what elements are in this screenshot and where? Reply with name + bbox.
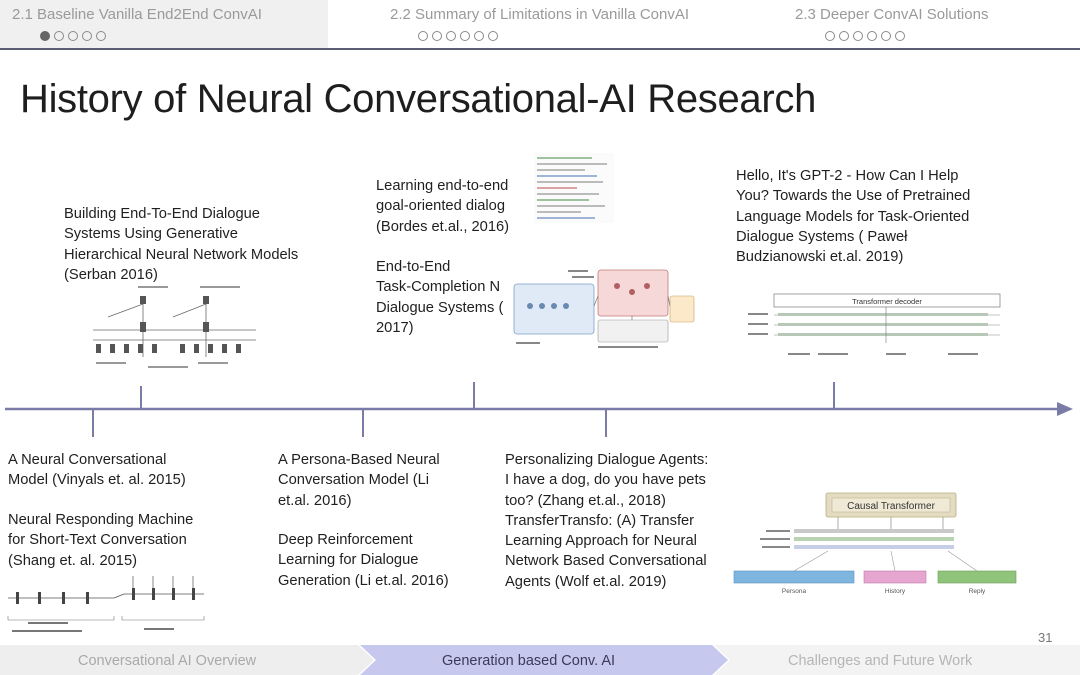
progress-dot[interactable] <box>96 31 106 41</box>
input-label-reply: Reply <box>969 588 986 595</box>
progress-dot[interactable] <box>82 31 92 41</box>
progress-dot[interactable] <box>432 31 442 41</box>
breadcrumb-segment-overview[interactable] <box>0 645 374 675</box>
timeline <box>5 382 1073 437</box>
breadcrumb-segment-generation[interactable] <box>360 645 728 675</box>
paper-line: goal-oriented dialog <box>376 198 506 215</box>
progress-dot[interactable] <box>825 31 835 41</box>
progress-dot[interactable] <box>867 31 877 41</box>
progress-dots <box>40 31 106 41</box>
paper-line: Budzianowski et.al. 2019) <box>736 249 904 266</box>
paper-line: Agents (Wolf et.al. 2019) <box>505 573 667 590</box>
progress-dot[interactable] <box>418 31 428 41</box>
paper-line: Building End-To-End Dialogue <box>64 206 260 222</box>
progress-dot[interactable] <box>460 31 470 41</box>
nav-section-deeper-solutions[interactable]: 2.3 Deeper ConvAI Solutions <box>783 0 1080 48</box>
figure-shang-encoder-decoder <box>7 576 205 632</box>
paper-line: End-to-End <box>376 259 451 275</box>
paper-line: Neural Responding Machine <box>8 512 194 528</box>
slide-title: History of Neural Conversational-AI Rese… <box>20 77 817 121</box>
paper-persona-2016: A Persona-Based Neural Conversation Mode… <box>278 450 440 511</box>
timeline-arrowhead <box>1057 402 1073 416</box>
paper-shang-2015: Neural Responding Machine for Short-Text… <box>8 510 193 571</box>
progress-dot[interactable] <box>853 31 863 41</box>
input-label-persona: Persona <box>782 588 807 595</box>
paper-line: et.al. 2016) <box>278 492 352 509</box>
paper-vinyals-2015: A Neural Conversational Model (Vinyals e… <box>8 450 186 491</box>
paper-line: Network Based Conversational <box>505 553 707 570</box>
paper-line: 2017) <box>376 319 414 336</box>
paper-line: Task-Completion N <box>376 279 501 296</box>
progress-dot[interactable] <box>881 31 891 41</box>
paper-line: Learning end-to-end <box>376 178 509 194</box>
nav-section-label: 2.2 Summary of Limitations in Vanilla Co… <box>390 6 690 23</box>
input-label-history: History <box>885 588 906 595</box>
progress-dots <box>825 31 905 41</box>
paper-serban-2016: Building End-To-End Dialogue Systems Usi… <box>64 204 298 285</box>
progress-dot[interactable] <box>895 31 905 41</box>
paper-line: Personalizing Dialogue Agents: <box>505 452 709 468</box>
paper-line: TransferTransfo: (A) Transfer <box>505 512 695 529</box>
figure-transfertransfo-architecture: Causal Transformer Persona History Reply <box>733 492 1017 595</box>
breadcrumb-item-generation-current[interactable]: Generation based Conv. AI <box>442 653 616 669</box>
paper-deep-rl-2016: Deep Reinforcement Learning for Dialogue… <box>278 530 449 591</box>
paper-personalizing-transfertransfo: Personalizing Dialogue Agents: I have a … <box>505 450 708 592</box>
breadcrumb-item-overview[interactable]: Conversational AI Overview <box>78 653 257 669</box>
paper-line: Model (Vinyals et. al. 2015) <box>8 472 186 489</box>
paper-gpt2-2019: Hello, It's GPT-2 - How Can I Help You? … <box>736 166 970 267</box>
paper-line: Conversation Model (Li <box>278 472 430 489</box>
causal-transformer-label: Causal Transformer <box>847 501 935 512</box>
section-navigation: 2.1 Baseline Vanilla End2End ConvAI 2.2 … <box>0 0 1080 50</box>
progress-dot[interactable] <box>839 31 849 41</box>
paper-line: Deep Reinforcement <box>278 532 413 548</box>
paper-bordes-2016: Learning end-to-end goal-oriented dialog… <box>376 176 509 237</box>
paper-line: for Short-Text Conversation <box>8 532 187 549</box>
figure-serban-network-diagram <box>93 286 256 368</box>
bottom-breadcrumb: Conversational AI Overview Generation ba… <box>0 645 1080 675</box>
paper-line: Hierarchical Neural Network Models <box>64 246 299 263</box>
progress-dot[interactable] <box>474 31 484 41</box>
breadcrumb-segment-challenges[interactable] <box>714 645 1080 675</box>
progress-dot[interactable] <box>488 31 498 41</box>
paper-line: Language Models for Task-Oriented <box>736 208 970 225</box>
paper-line: (Shang et. al. 2015) <box>8 552 138 569</box>
nav-section-baseline[interactable]: 2.1 Baseline Vanilla End2End ConvAI <box>0 0 328 48</box>
progress-dots <box>418 31 498 41</box>
paper-line: (Bordes et.al., 2016) <box>376 218 510 235</box>
paper-line: I have a dog, do you have pets <box>505 472 706 489</box>
paper-line: Learning for Dialogue <box>278 552 419 569</box>
figure-bordes-dialog-example <box>534 153 614 223</box>
paper-line: Generation (Li et.al. 2016) <box>278 572 449 589</box>
nav-section-label: 2.1 Baseline Vanilla End2End ConvAI <box>12 6 262 23</box>
paper-line: Systems Using Generative <box>64 226 238 243</box>
breadcrumb-item-challenges[interactable]: Challenges and Future Work <box>788 653 973 669</box>
breadcrumb-background <box>0 645 1080 675</box>
header-divider <box>0 48 1080 50</box>
progress-dot[interactable] <box>446 31 456 41</box>
paper-line: too? (Zhang et.al., 2018) <box>505 492 666 509</box>
paper-line: Dialogue Systems ( Paweł <box>736 228 908 245</box>
progress-dot-current[interactable] <box>40 31 50 41</box>
paper-line: You? Towards the Use of Pretrained <box>736 188 971 205</box>
nav-section-label: 2.3 Deeper ConvAI Solutions <box>795 6 989 23</box>
nav-section-limitations[interactable]: 2.2 Summary of Limitations in Vanilla Co… <box>378 0 738 48</box>
paper-line: A Neural Conversational <box>8 452 167 468</box>
figure-gpt2-transformer-decoder: Transformer decoder <box>748 293 1001 355</box>
paper-line: A Persona-Based Neural <box>278 452 440 468</box>
paper-line: Hello, It's GPT-2 - How Can I Help <box>736 168 959 184</box>
figure-task-completion-diagram <box>512 266 698 354</box>
slide-number: 31 <box>1038 630 1053 645</box>
progress-dot[interactable] <box>68 31 78 41</box>
paper-line: (Serban 2016) <box>64 266 158 283</box>
progress-dot[interactable] <box>54 31 64 41</box>
transformer-decoder-label: Transformer decoder <box>852 297 922 306</box>
paper-task-completion-2017: End-to-End Task-Completion N Dialogue Sy… <box>376 257 503 338</box>
paper-line: Learning Approach for Neural <box>505 533 697 550</box>
paper-line: Dialogue Systems ( <box>376 299 504 316</box>
